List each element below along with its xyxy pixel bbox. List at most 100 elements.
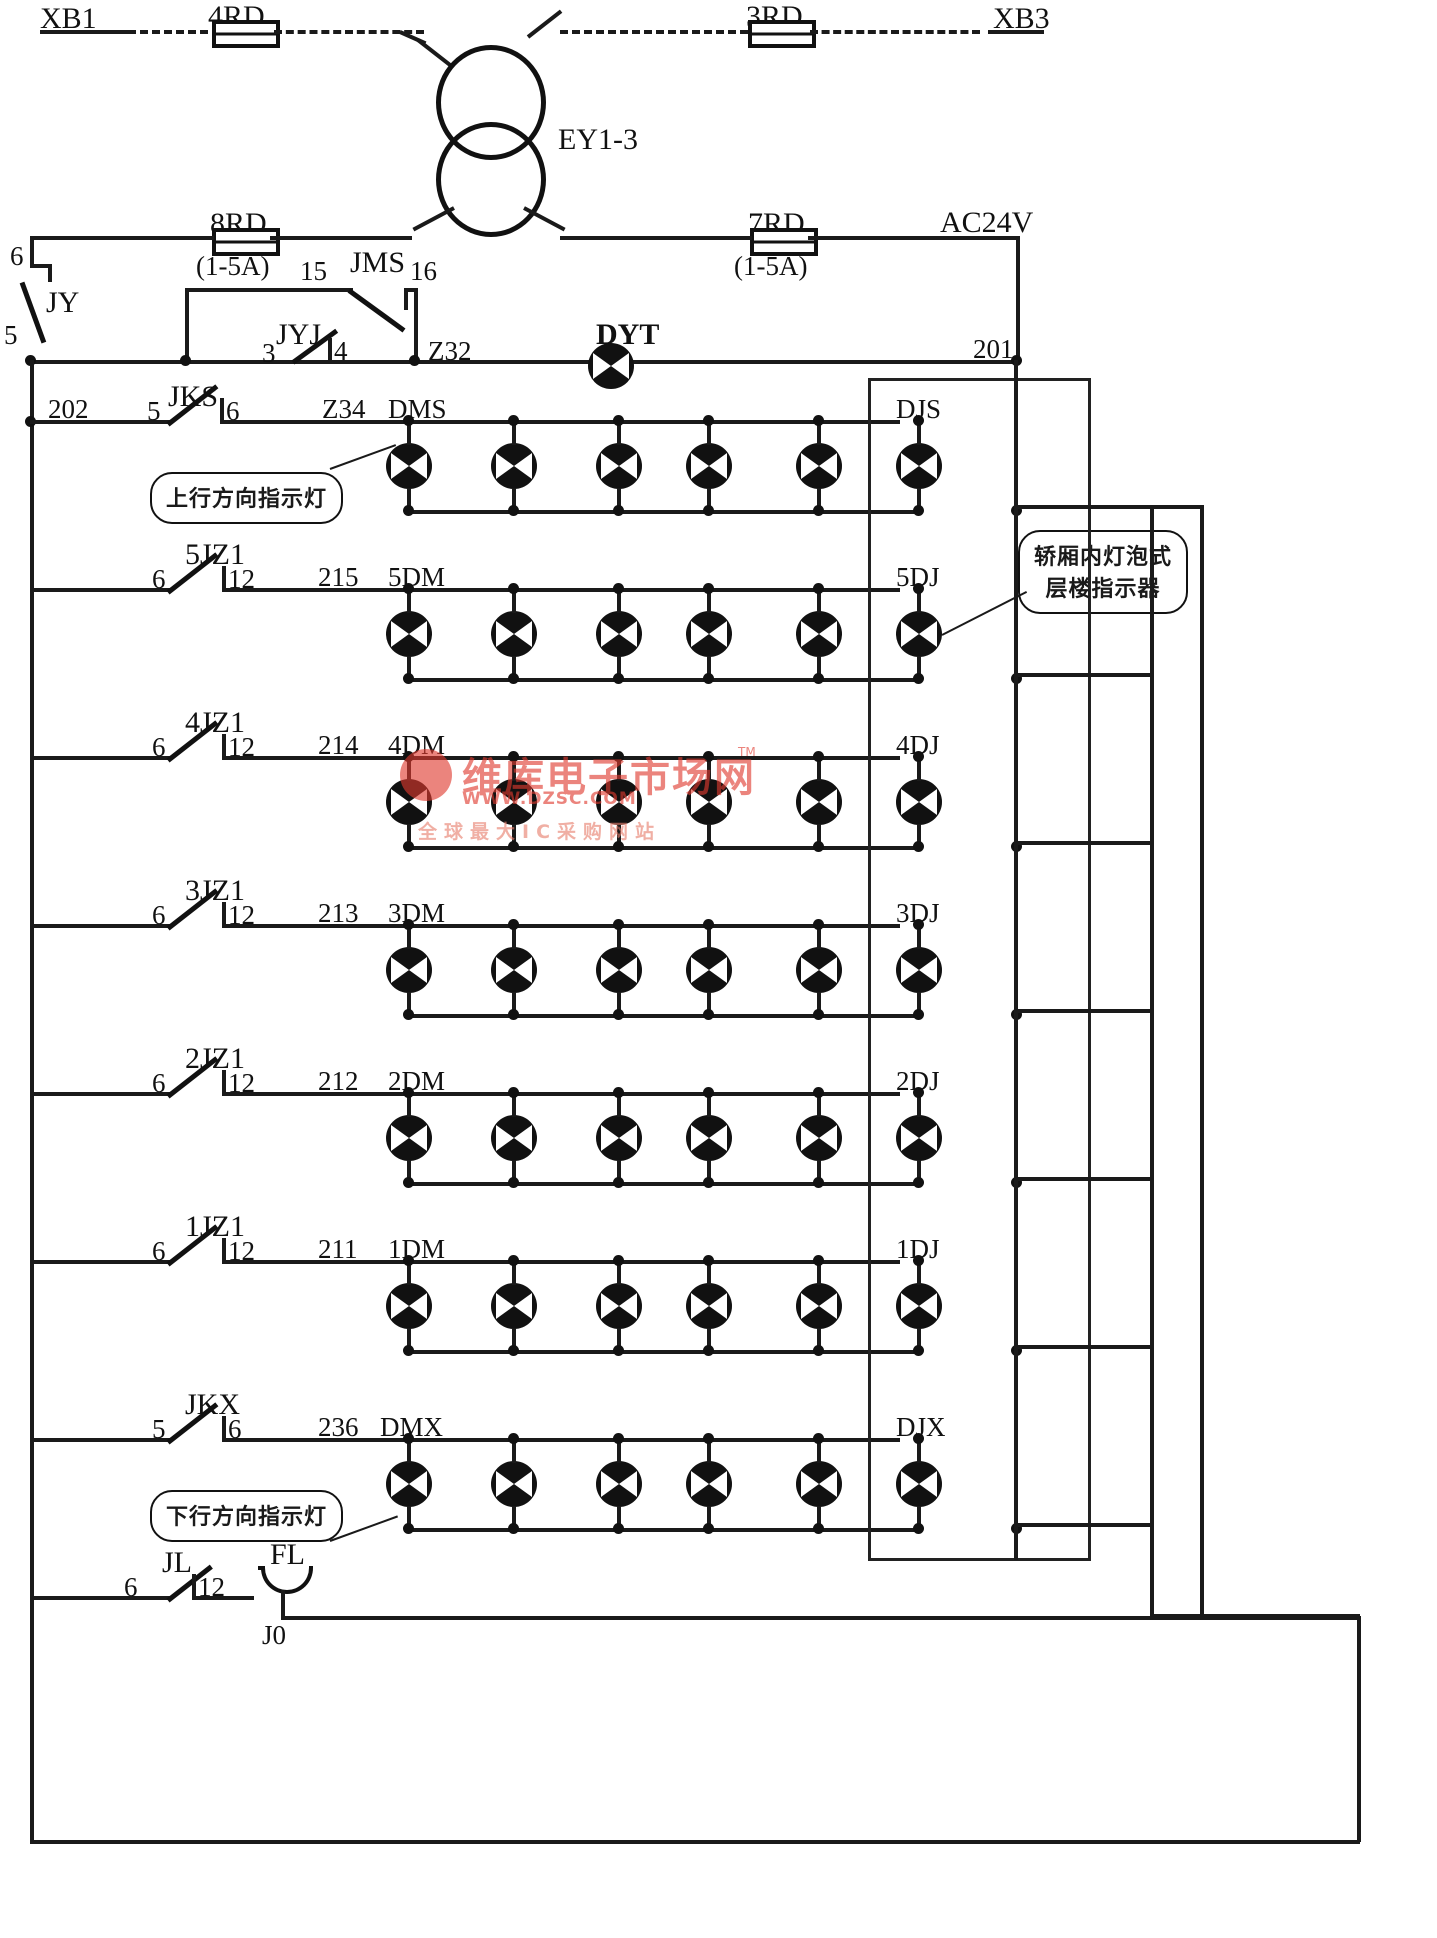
- 4jz1-left-terminal-number: 6: [152, 732, 166, 762]
- left-supply-line-a: [30, 236, 214, 240]
- 2jz1-contact-label: 2JZ1: [185, 1042, 245, 1075]
- bottom-right-riser: [1357, 1616, 1361, 1842]
- row3-lamp-5: [796, 779, 842, 825]
- row5-lamp-car: [896, 1115, 942, 1161]
- row6-car-lamp-label: 1DJ: [896, 1234, 940, 1264]
- row7-lamp-3: [596, 1461, 642, 1507]
- jms-contact-label: JMS: [350, 246, 406, 279]
- jy-left-terminal-number: 6: [10, 241, 24, 271]
- jl-contact-label: JL: [162, 1546, 192, 1579]
- row1-lamp-5: [796, 443, 842, 489]
- row7-lamp-2: [491, 1461, 537, 1507]
- row7-lamp-4: [686, 1461, 732, 1507]
- xfmr-right-lead-top2: [526, 9, 563, 39]
- row3-lamp-1: [386, 779, 432, 825]
- jkx-contact-label: JKX: [185, 1388, 241, 1421]
- 5jz1-contact-label: 5JZ1: [185, 538, 245, 571]
- row1-bus-label: DMS: [388, 394, 447, 424]
- row1-lamp-3: [596, 443, 642, 489]
- row6-lamp-2: [491, 1283, 537, 1329]
- row6-bottom-rail: [404, 1350, 920, 1354]
- row4-lamp-5: [796, 947, 842, 993]
- right-supply-line-b: [808, 236, 1020, 240]
- jy-right-terminal-number: 5: [4, 320, 18, 350]
- row3-feed-wire: [30, 756, 170, 760]
- row1-car-lamp-label: DJS: [896, 394, 942, 424]
- row2-car-lamp-label: 5DJ: [896, 562, 940, 592]
- row1-lamp-car: [896, 443, 942, 489]
- callout-down-direction: 下行方向指示灯: [150, 1490, 344, 1542]
- jy-top-jog: [30, 264, 52, 268]
- outer-right-tie-top: [1088, 505, 1203, 509]
- jy-contact-label: JY: [46, 286, 80, 319]
- row7-feed-wire: [30, 1438, 170, 1442]
- return-tie-row3: [1014, 841, 1154, 845]
- row2-lamp-1: [386, 611, 432, 657]
- jy-top-stub: [30, 236, 34, 266]
- row3-bottom-rail: [404, 846, 920, 850]
- 1jz1-contact-label: 1JZ1: [185, 1210, 245, 1243]
- bell-lead-in: [192, 1596, 254, 1600]
- row5-lamp-2: [491, 1115, 537, 1161]
- jkx-right-terminal-number: 6: [228, 1414, 242, 1444]
- wire-201-label: 201: [973, 334, 1014, 364]
- row7-lamp-1: [386, 1461, 432, 1507]
- car-box-top-edge: [868, 378, 1091, 381]
- row2-feed-wire: [30, 588, 170, 592]
- row2-top-rail: [222, 588, 900, 592]
- fuse-7rd-rating: (1-5A): [734, 251, 808, 281]
- pilot-lamp-dyt: [588, 343, 634, 389]
- left-supply-line-b: [270, 236, 412, 240]
- bus-201: [30, 360, 1020, 364]
- row4-top-rail: [222, 924, 900, 928]
- row1-top-rail: [220, 420, 900, 424]
- row4-feed-wire: [30, 924, 170, 928]
- 3jz1-contact-label: 3JZ1: [185, 874, 245, 907]
- row1-right-stub: [220, 398, 224, 422]
- row4-lamp-3: [596, 947, 642, 993]
- row4-car-lamp-label: 3DJ: [896, 898, 940, 928]
- transformer-coil-secondary: [436, 122, 546, 237]
- row2-lamp-3: [596, 611, 642, 657]
- row1-lamp-1: [386, 443, 432, 489]
- fuse-8rd: [212, 228, 280, 256]
- jms-right-stub: [404, 288, 408, 310]
- row3-car-lamp-label: 4DJ: [896, 730, 940, 760]
- jms-right-terminal-number: 16: [410, 256, 437, 286]
- row5-lamp-4: [686, 1115, 732, 1161]
- jms-branch-top-h: [185, 288, 353, 292]
- node-jms-branch: [180, 355, 191, 366]
- row6-lamp-5: [796, 1283, 842, 1329]
- jms-contact-blade[interactable]: [347, 288, 406, 333]
- row7-car-lamp-label: DJX: [896, 1412, 946, 1442]
- wire-202-label: 202: [48, 394, 89, 424]
- row3-lamp-2: [491, 779, 537, 825]
- 1jz1-left-terminal-number: 6: [152, 1236, 166, 1266]
- fuse-4rd: [212, 20, 280, 48]
- row5-feed-wire: [30, 1092, 170, 1096]
- callout-up-direction-text: 上行方向指示灯: [166, 487, 328, 512]
- row1-wire-number: Z34: [322, 394, 366, 424]
- row5-lamp-5: [796, 1115, 842, 1161]
- row3-wire-number: 214: [318, 730, 359, 760]
- row5-wire-number: 212: [318, 1066, 359, 1096]
- transformer-label: EY1-3: [558, 123, 638, 156]
- jks-contact-label: JKS: [168, 380, 219, 413]
- row6-bus-label: 1DM: [388, 1234, 446, 1264]
- row2-lamp-car: [896, 611, 942, 657]
- terminal-xb3-label: XB3: [993, 2, 1050, 35]
- row6-wire-number: 211: [318, 1234, 358, 1264]
- 5jz1-left-terminal-number: 6: [152, 564, 166, 594]
- row2-lamp-4: [686, 611, 732, 657]
- row5-bus-label: 2DM: [388, 1066, 446, 1096]
- outer-right-rail: [1200, 505, 1204, 1615]
- row5-lamp-1: [386, 1115, 432, 1161]
- return-tie-row6: [1014, 1345, 1154, 1349]
- jy-contact-blade[interactable]: [19, 281, 47, 344]
- bell-terminal-label: J0: [262, 1620, 287, 1650]
- jms-left-terminal-number: 15: [300, 256, 327, 286]
- row2-lamp-5: [796, 611, 842, 657]
- row4-lamp-1: [386, 947, 432, 993]
- jks-right-terminal-number: 6: [226, 396, 240, 426]
